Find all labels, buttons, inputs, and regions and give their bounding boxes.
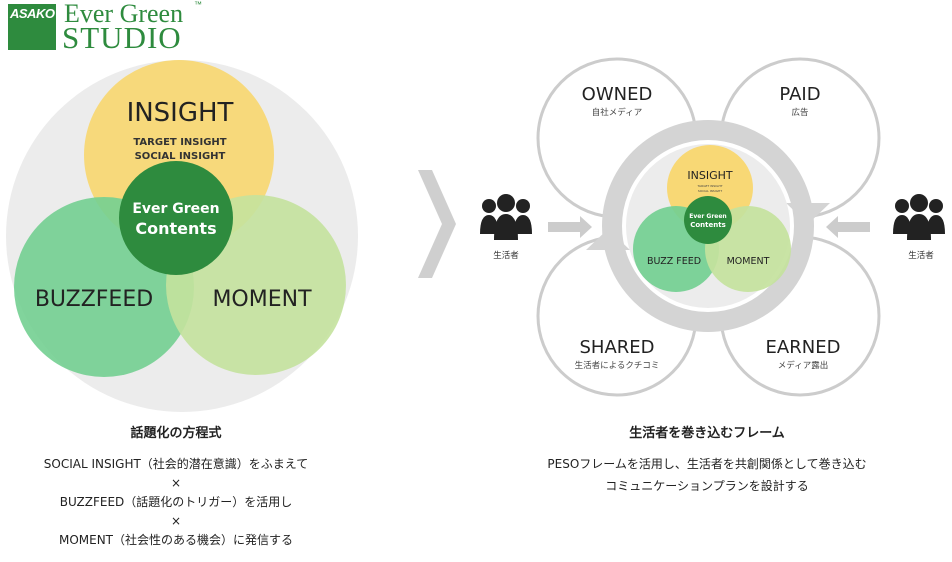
earned-sub: メディア露出 [778, 360, 828, 371]
paid-sub: 広告 [791, 107, 808, 118]
left-caption: 話題化の方程式 SOCIAL INSIGHT（社会的潜在意識）をふまえて × B… [0, 423, 352, 551]
mini-insight-sub2: SOCIAL INSIGHT [698, 189, 722, 193]
left-caption-x1: × [170, 476, 182, 490]
logo-mark [8, 4, 56, 50]
left-caption-x2: × [170, 514, 182, 528]
right-caption-line1: PESOフレームを活用し、生活者を共創関係として巻き込む [547, 457, 867, 471]
shared-sub: 生活者によるクチコミ [575, 360, 660, 371]
logo-tm: ™ [194, 0, 202, 9]
buzzfeed-label: BUZZFEED [35, 287, 153, 312]
mini-center-line1: Ever Green [689, 213, 726, 220]
logo-line2: STUDIO [62, 20, 182, 55]
arrow-in-left-icon [548, 216, 592, 238]
right-caption-line2: コミュニケーションプランを設計する [605, 479, 809, 493]
insight-sub2: SOCIAL INSIGHT [135, 151, 226, 162]
cycle-arrow-left-icon [586, 229, 630, 250]
shared-title: SHARED [579, 337, 654, 358]
cycle-ring [602, 120, 814, 332]
logo-box-text: ASAKO [10, 6, 55, 21]
mini-insight-label: INSIGHT [687, 169, 732, 182]
cycle-arrow-right-icon [786, 203, 830, 224]
center-line1: Ever Green [132, 201, 219, 217]
insight-sub1: TARGET INSIGHT [133, 137, 226, 148]
left-caption-line3: MOMENT（社会性のある機会）に発信する [58, 533, 294, 547]
people-left-icon [480, 194, 532, 240]
arrow-in-right-icon [826, 216, 870, 238]
consumer-right-label: 生活者 [908, 250, 934, 261]
logo-line1: Ever Green [64, 0, 184, 28]
mini-moment-label: MOMENT [727, 256, 770, 267]
mini-center-line2: Contents [690, 221, 726, 229]
right-caption: 生活者を巻き込むフレーム PESOフレームを活用し、生活者を共創関係として巻き込… [482, 423, 932, 497]
owned-sub: 自社メディア [592, 107, 642, 118]
center-circle [119, 161, 233, 275]
left-caption-line1: SOCIAL INSIGHT（社会的潜在意識）をふまえて [43, 457, 309, 471]
earned-title: EARNED [766, 337, 841, 358]
people-right-icon [893, 194, 945, 240]
center-line2: Contents [135, 219, 216, 238]
right-caption-title: 生活者を巻き込むフレーム [629, 426, 785, 441]
moment-label: MOMENT [212, 287, 312, 312]
mini-center-circle [684, 196, 732, 244]
right-chevron-icon [418, 170, 456, 278]
mini-buzzfeed-label: BUZZ FEED [647, 256, 701, 267]
paid-title: PAID [779, 84, 820, 105]
left-caption-title: 話題化の方程式 [130, 426, 222, 441]
owned-title: OWNED [582, 84, 653, 105]
mini-insight-sub1: TARGET INSIGHT [696, 184, 722, 188]
insight-title: INSIGHT [127, 98, 234, 128]
consumer-left-label: 生活者 [493, 250, 519, 261]
left-caption-line2: BUZZFEED（話題化のトリガー）を活用し [59, 495, 293, 509]
